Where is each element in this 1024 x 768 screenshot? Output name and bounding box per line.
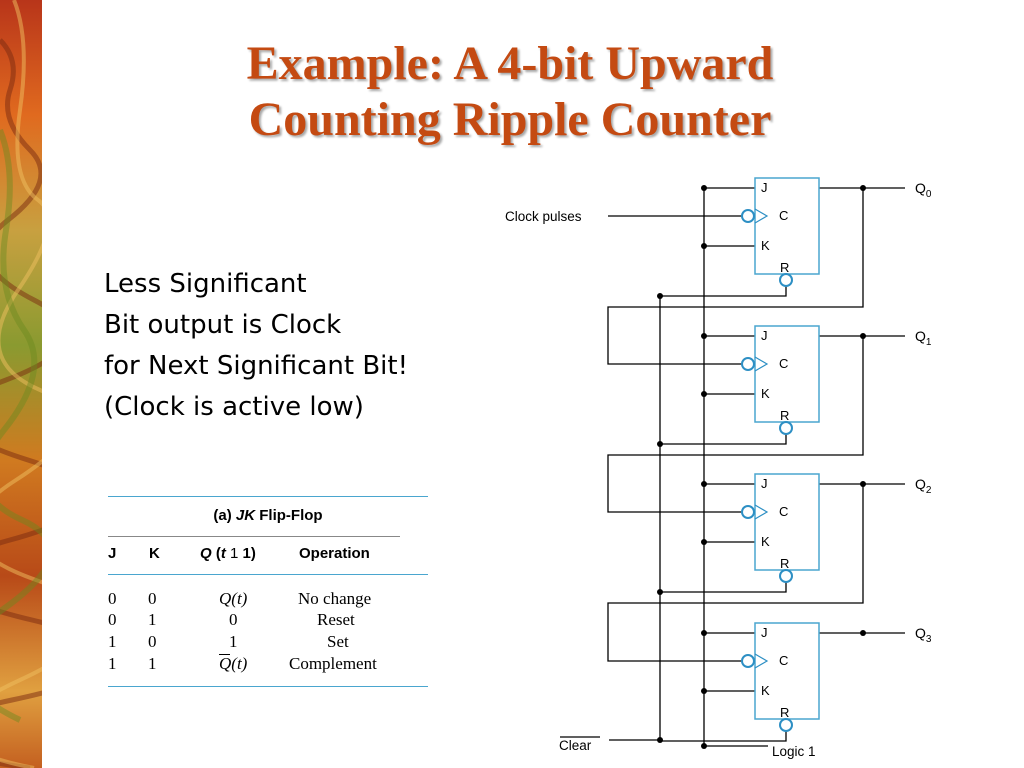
pin-label-j: J: [761, 476, 768, 491]
clock-edge-triangle: [754, 653, 769, 669]
active-low-bubble: [741, 209, 755, 223]
pin-label-k: K: [761, 386, 770, 401]
output-label-q2: Q2: [915, 476, 932, 496]
title-line-2: Counting Ripple Counter: [248, 93, 772, 146]
active-low-bubble: [741, 357, 755, 371]
junction-dot: [701, 743, 707, 749]
reset-bubble: [779, 569, 793, 583]
clock-edge-triangle: [754, 504, 769, 520]
body-text: Less Significant Bit output is Clock for…: [104, 264, 408, 428]
junction-dot: [657, 737, 663, 743]
pin-label-c: C: [779, 504, 788, 519]
q-bar-overline: [219, 654, 230, 655]
table-top-rule: [108, 496, 428, 497]
slide-title: Example: A 4-bit Upward Counting Ripple …: [100, 36, 920, 148]
reset-wire: [660, 286, 787, 297]
flip-flop-box: [754, 473, 820, 571]
body-line-1: Less Significant: [104, 269, 307, 299]
table-caption: (a) JK Flip-Flop: [213, 507, 323, 524]
junction-dot: [860, 185, 866, 191]
pin-label-k: K: [761, 238, 770, 253]
pin-label-c: C: [779, 356, 788, 371]
logic-1-label: Logic 1: [772, 744, 816, 759]
pin-label-j: J: [761, 180, 768, 195]
table-bottom-rule: [108, 686, 428, 687]
body-line-4: (Clock is active low): [104, 392, 364, 422]
junction-dot: [860, 481, 866, 487]
pin-label-r: R: [780, 260, 789, 275]
jk-truth-table: (a) JK Flip-Flop J K Q (t 1 1) Operation…: [108, 496, 428, 688]
output-label-q0: Q0: [915, 180, 932, 200]
body-line-2: Bit output is Clock: [104, 310, 342, 340]
reset-wire: [660, 582, 787, 593]
junction-dot: [657, 589, 663, 595]
decorative-side-strip: [0, 0, 42, 768]
pin-label-c: C: [779, 653, 788, 668]
junction-dot: [701, 630, 707, 636]
junction-dots: [657, 185, 866, 749]
flip-flop-box: [754, 622, 820, 720]
clock-edge-triangle: [754, 356, 769, 372]
reset-wire: [660, 434, 787, 445]
junction-dot: [701, 185, 707, 191]
pin-label-r: R: [780, 408, 789, 423]
output-label-q1: Q1: [915, 328, 932, 348]
junction-dot: [701, 243, 707, 249]
pin-label-j: J: [761, 328, 768, 343]
pin-label-r: R: [780, 556, 789, 571]
output-label-q3: Q3: [915, 625, 932, 645]
flip-flop-box: [754, 325, 820, 423]
header-j: J: [108, 545, 117, 562]
ripple-clock-wire: [607, 336, 864, 513]
junction-dot: [657, 441, 663, 447]
reset-bubble: [779, 421, 793, 435]
header-operation: Operation: [299, 545, 370, 562]
body-line-3: for Next Significant Bit!: [104, 351, 409, 381]
junction-dot: [860, 333, 866, 339]
active-low-bubble: [741, 505, 755, 519]
pin-label-r: R: [780, 705, 789, 720]
clock-edge-triangle: [754, 208, 769, 224]
junction-dot: [860, 630, 866, 636]
active-low-bubble: [741, 654, 755, 668]
pin-label-c: C: [779, 208, 788, 223]
pin-label-j: J: [761, 625, 768, 640]
ripple-clock-wire: [607, 188, 864, 365]
clear-label: Clear: [559, 738, 592, 753]
flip-flop-box: [754, 177, 820, 275]
title-line-1: Example: A 4-bit Upward: [246, 37, 774, 90]
reset-bubble: [779, 273, 793, 287]
complement-q: Q(t): [219, 654, 248, 673]
caption-rule: [108, 536, 400, 537]
junction-dot: [701, 481, 707, 487]
reset-wire: [660, 731, 787, 742]
junction-dot: [701, 688, 707, 694]
header-rule: [108, 574, 428, 575]
junction-dot: [701, 333, 707, 339]
junction-dot: [701, 539, 707, 545]
pin-label-k: K: [761, 534, 770, 549]
junction-dot: [701, 391, 707, 397]
junction-dot: [657, 293, 663, 299]
header-next-state: Q (t 1 1): [200, 545, 256, 562]
header-k: K: [149, 545, 160, 562]
clock-pulses-label: Clock pulses: [505, 209, 582, 224]
ripple-clock-wire: [607, 484, 864, 662]
pin-label-k: K: [761, 683, 770, 698]
reset-bubble: [779, 718, 793, 732]
